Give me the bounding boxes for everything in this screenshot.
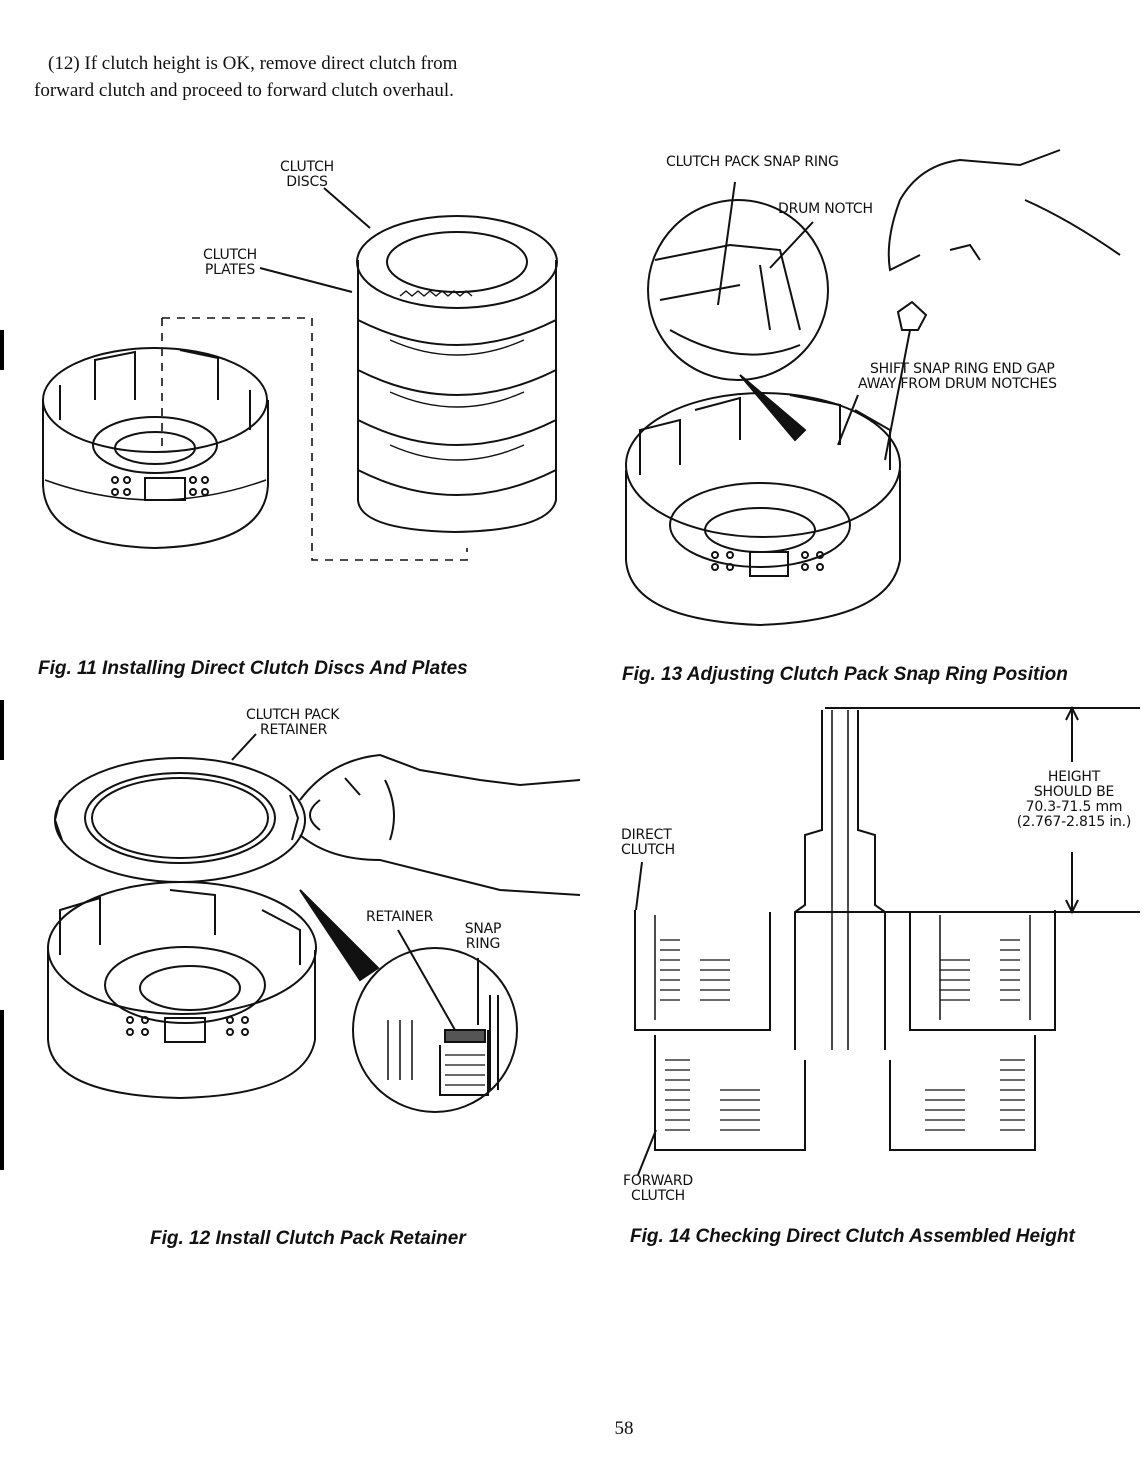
figure-14-illustration: [634, 705, 1140, 1176]
retainer-drum-drawing: [47, 881, 380, 1100]
label-retainer-line1: CLUTCH PACK: [246, 707, 340, 723]
label-retainer-line2: RETAINER: [260, 722, 328, 738]
hand-drawing: [299, 753, 581, 896]
snap-ring-drum-drawing: [625, 392, 901, 627]
label-clutch-discs-line1: CLUTCH: [280, 159, 334, 175]
label-clutch-plates: CLUTCH PLATES: [190, 248, 270, 278]
clutch-pack-stack-drawing: [356, 215, 558, 534]
label-snap-line2: RING: [465, 936, 501, 952]
label-snap-line1: SNAP: [464, 921, 502, 937]
label-clutch-discs-line2: DISCS: [286, 174, 328, 190]
figure-14: DIRECT CLUTCH FORWARD CLUTCH HEIGHT SHOU…: [600, 700, 1143, 1280]
scan-edge-mark: [0, 1010, 4, 1170]
label-shift-line1: SHIFT SNAP RING END GAP: [870, 361, 1055, 377]
intro-line-2: forward clutch and proceed to forward cl…: [34, 80, 454, 101]
label-height-line4: (2.767-2.815 in.): [1016, 814, 1132, 830]
leader-plates: [259, 267, 353, 293]
figure-13: CLUTCH PACK SNAP RING DRUM NOTCH SHIFT S…: [600, 0, 1143, 700]
label-forward-line2: CLUTCH: [631, 1188, 685, 1204]
label-height-spec: HEIGHT SHOULD BE 70.3-71.5 mm (2.767-2.8…: [1008, 770, 1140, 830]
intro-paragraph: (12) If clutch height is OK, remove dire…: [34, 50, 594, 104]
figure-11: CLUTCH DISCS CLUTCH PLATES Fig. 11 Insta…: [0, 0, 600, 700]
label-clutch-plates-line2: PLATES: [204, 262, 256, 278]
leader-snap-ring: [717, 181, 736, 306]
leader-forward-clutch: [637, 1129, 657, 1176]
shaft-drawing: [794, 710, 886, 1050]
retainer-detail-drawing: [352, 947, 518, 1113]
label-clutch-pack-retainer: CLUTCH PACK RETAINER: [246, 708, 339, 738]
label-direct-line2: CLUTCH: [621, 842, 675, 858]
caption-fig-12: Fig. 12 Install Clutch Pack Retainer: [150, 1228, 466, 1249]
caption-fig-14: Fig. 14 Checking Direct Clutch Assembled…: [630, 1226, 1075, 1247]
scan-edge-mark: [0, 330, 4, 370]
clutch-drum-drawing: [42, 347, 269, 550]
leader-drum-notch: [769, 221, 814, 269]
label-clutch-plates-line1: CLUTCH: [203, 247, 257, 263]
label-forward-line1: FORWARD: [623, 1173, 693, 1189]
label-drum-notch: DRUM NOTCH: [778, 201, 873, 217]
caption-fig-11: Fig. 11 Installing Direct Clutch Discs A…: [38, 658, 468, 679]
leader-retainer-detail: [397, 929, 456, 1031]
label-shift-line2: AWAY FROM DRUM NOTCHES: [858, 376, 1057, 392]
dashed-alignment-line: [161, 317, 468, 561]
figure-11-illustration: [42, 187, 558, 561]
intro-line-1: (12) If clutch height is OK, remove dire…: [48, 53, 458, 74]
clutch-pack-retainer-drawing: [53, 757, 306, 883]
figure-12-illustration: [47, 733, 581, 1113]
leader-direct-clutch: [635, 861, 643, 911]
direct-clutch-section-drawing: [634, 910, 1056, 1031]
label-retainer-detail: RETAINER: [366, 909, 434, 925]
label-clutch-pack-snap-ring: CLUTCH PACK SNAP RING: [666, 154, 839, 170]
label-forward-clutch: FORWARD CLUTCH: [610, 1174, 706, 1204]
label-height-line1: HEIGHT: [1047, 769, 1101, 785]
label-snap-ring: SNAP RING: [452, 922, 514, 952]
label-direct-line1: DIRECT: [621, 827, 672, 843]
label-direct-clutch: DIRECT CLUTCH: [621, 828, 675, 858]
label-height-line2: SHOULD BE: [1033, 784, 1115, 800]
caption-fig-13: Fig. 13 Adjusting Clutch Pack Snap Ring …: [622, 664, 1068, 685]
forward-clutch-section-drawing: [654, 1035, 1036, 1151]
leader-discs: [323, 187, 371, 229]
scan-edge-mark: [0, 700, 4, 760]
drum-notch-detail-drawing: [647, 199, 829, 442]
figure-12: CLUTCH PACK RETAINER RETAINER SNAP RING …: [0, 700, 600, 1280]
page-number: 58: [614, 1418, 634, 1439]
leader-shift-gap: [837, 394, 859, 446]
label-clutch-discs: CLUTCH DISCS: [262, 160, 352, 190]
hand-with-screwdriver-drawing: [884, 149, 1121, 461]
label-shift-snap-ring: SHIFT SNAP RING END GAP AWAY FROM DRUM N…: [858, 362, 1057, 392]
figure-13-illustration: [625, 149, 1121, 627]
label-height-line3: 70.3-71.5 mm: [1025, 799, 1123, 815]
leader-retainer: [231, 733, 257, 761]
